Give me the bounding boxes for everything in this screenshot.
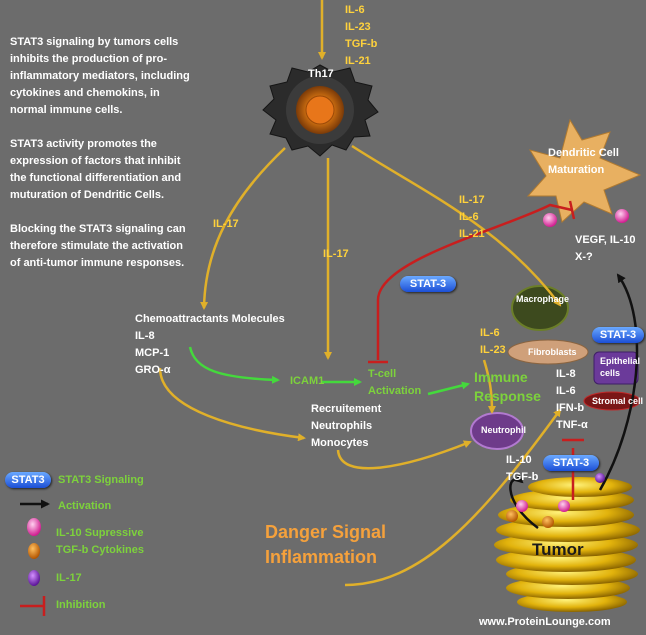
description-line: normal immune cells. [10, 104, 123, 116]
recruitment-label: Recruitement [311, 403, 382, 415]
tgfb-dot-tumor-2 [506, 510, 518, 522]
description-line: of anti-tumor immune responses. [10, 257, 185, 269]
stromal-factor: IL-8 [556, 368, 576, 380]
il23-label: IL-23 [480, 344, 506, 356]
tcell-label: T-cell [368, 368, 397, 380]
il17-left-label: IL-17 [213, 218, 239, 230]
il17-mid-label: IL-17 [323, 248, 349, 260]
legend-shapes [20, 499, 50, 616]
black-activation-arrows [509, 273, 639, 530]
chemoattractants-title: Chemoattractants Molecules [135, 313, 285, 325]
legend-stat3-signaling: STAT3 Signaling [58, 474, 144, 486]
stromal-factor: IFN-b [556, 402, 585, 414]
stat3-badge-stromal: STAT-3 [592, 327, 644, 343]
cytokine-il21: IL-21 [345, 55, 371, 67]
stromal-factor: TNF-α [556, 419, 588, 431]
macrophage-label: Macrophage [516, 294, 570, 304]
description-line: STAT3 activity promotes the [10, 138, 157, 150]
immune-response-label: Immune [474, 369, 528, 385]
il17-dot-tumor [595, 473, 605, 483]
dc-cytokine-il6: IL-6 [459, 211, 479, 223]
neutrophil-label: Neutrophil [481, 425, 526, 435]
monocytes-label: Monocytes [311, 437, 369, 449]
th17-cell [262, 64, 379, 157]
legend-activation: Activation [58, 500, 112, 512]
macrophage-cell [511, 285, 569, 331]
watermark-link: www.ProteinLounge.com [479, 616, 611, 628]
tgfb-dot-tumor-1 [542, 516, 554, 528]
legend-stat3-badge: STAT3 [5, 472, 51, 488]
description-line: Blocking the STAT3 signaling can [10, 223, 186, 235]
il10-dot-tumor-1 [516, 500, 528, 512]
vegf-label: VEGF, IL-10 [575, 234, 636, 246]
cytokine-il23: IL-23 [345, 21, 371, 33]
th17-label: Th17 [308, 68, 334, 80]
legend-tgfb: TGF-b Cytokines [56, 544, 145, 556]
chemo-item: MCP-1 [135, 347, 170, 359]
epithelial-cell [593, 351, 639, 385]
stromal-factor: IL-6 [556, 385, 576, 397]
epithelial-cells-label: cells [600, 368, 621, 378]
epithelial-label: Epithelial [600, 356, 641, 366]
tcell-activation-label: Activation [368, 385, 422, 397]
stromal-label: Stromal cell [592, 396, 644, 406]
fibroblasts-label: Fibroblasts [528, 347, 577, 357]
description-line: the functional differentiation and [10, 172, 182, 184]
tumor-label: Tumor [532, 540, 584, 559]
fibroblast-cell [507, 339, 589, 365]
cytokine-tgfb: TGF-b [345, 38, 378, 50]
legend-il17: IL-17 [56, 572, 82, 584]
neutrophil-cell [470, 412, 524, 450]
stromal-cell [583, 391, 641, 411]
green-activation-arrows [188, 346, 470, 396]
immune-response-label-2: Response [474, 388, 541, 404]
x-unknown-label: X-? [575, 251, 593, 263]
legend-il10: IL-10 Supressive [56, 527, 144, 539]
danger-signal-label: Danger Signal [265, 522, 387, 542]
dendritic-cell-label: Dendritic Cell [548, 147, 619, 159]
dendritic-cell [526, 118, 642, 223]
description-line: therefore stimulate the activation [10, 240, 183, 252]
neutrophils-label: Neutrophils [311, 420, 373, 432]
il6-label: IL-6 [480, 327, 500, 339]
chemo-item: GRO-α [135, 364, 171, 376]
stat3-badge-tumor: STAT-3 [543, 455, 599, 471]
inflammation-label: Inflammation [265, 547, 378, 567]
legend-inhibition: Inhibition [56, 599, 106, 611]
dendritic-maturation-label: Maturation [548, 164, 605, 176]
icam1-label: ICAM1 [290, 375, 325, 387]
dc-cytokine-il17: IL-17 [459, 194, 485, 206]
il10-dot-tumor-2 [558, 500, 570, 512]
description-line: STAT3 signaling by tumors cells [10, 36, 179, 48]
description-line: cytokines and chemokins, in [10, 87, 160, 99]
tumor-mass [494, 477, 640, 612]
tumor-factor-il10: IL-10 [506, 454, 532, 466]
description-line: inflammatory mediators, including [10, 70, 190, 82]
description-line: muturation of Dendritic Cells. [10, 189, 165, 201]
cytokine-il6: IL-6 [345, 4, 365, 16]
dc-cytokine-il21: IL-21 [459, 228, 485, 240]
yellow-activation-arrows [158, 0, 562, 587]
description-line: expression of factors that inhibit [10, 155, 181, 167]
il10-dot-dendritic-left [543, 213, 557, 227]
description-line: inhibits the production of pro- [10, 53, 168, 65]
tumor-factor-tgfb: TGF-b [506, 471, 539, 483]
chemo-item: IL-8 [135, 330, 155, 342]
stat3-badge-tcell: STAT-3 [400, 276, 456, 292]
il10-dot-dendritic-right [615, 209, 629, 223]
